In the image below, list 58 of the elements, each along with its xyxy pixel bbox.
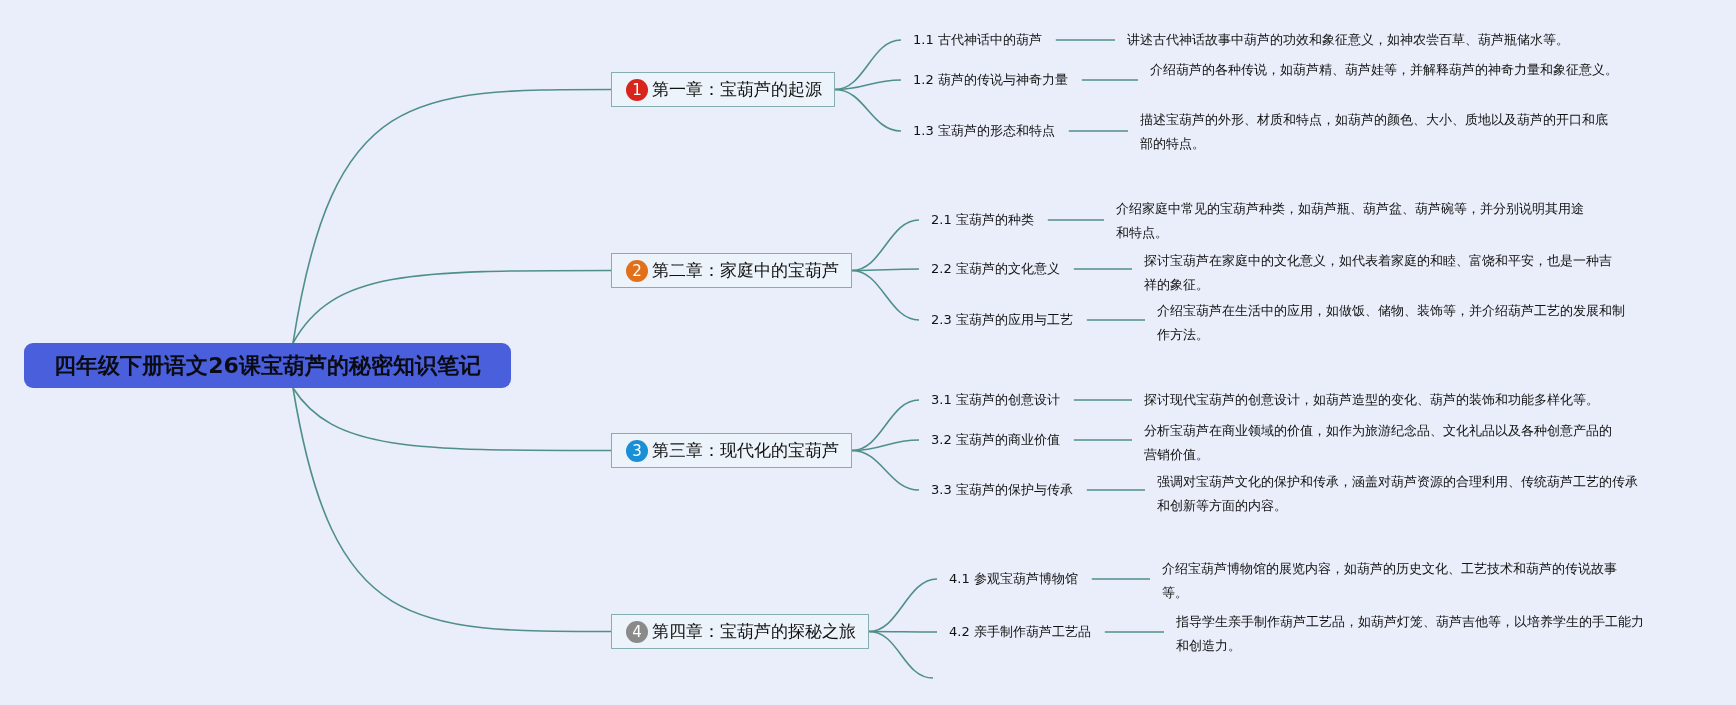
branch-line xyxy=(1073,439,1133,441)
branch-line xyxy=(292,387,612,633)
description-text: 描述宝葫芦的外形、材质和特点，如葫芦的颜色、大小、质地以及葫芦的开口和底部的特点。 xyxy=(1128,108,1618,156)
branch-line xyxy=(1068,130,1129,132)
branch-line xyxy=(1104,631,1165,633)
description-text: 探讨宝葫芦在家庭中的文化意义，如代表着家庭的和睦、富饶和平安，也是一种吉祥的象征。 xyxy=(1132,249,1622,297)
branch-line xyxy=(292,269,612,344)
number-badge: 1 xyxy=(626,78,648,101)
subtopic-text: 3.2 宝葫芦的商业价值 xyxy=(919,428,1074,452)
branch-line xyxy=(851,219,920,272)
branch-line xyxy=(868,630,934,679)
chapter-title: 第二章：家庭中的宝葫芦 xyxy=(652,259,839,282)
description-text: 指导学生亲手制作葫芦工艺品，如葫芦灯笼、葫芦吉他等，以培养学生的手工能力和创造力。 xyxy=(1164,610,1654,658)
branch-line xyxy=(868,578,938,633)
branch-line xyxy=(1091,578,1151,580)
number-badge: 3 xyxy=(626,439,648,462)
branch-line xyxy=(1086,489,1146,491)
chapter-box xyxy=(611,433,852,468)
branch-line xyxy=(1047,219,1105,221)
subtopic-text: 2.2 宝葫芦的文化意义 xyxy=(919,257,1074,281)
branch-line xyxy=(1073,399,1133,401)
subtopic-text: 4.1 参观宝葫芦博物馆 xyxy=(937,567,1092,591)
chapter-box xyxy=(611,614,869,649)
subtopic-text: 3.3 宝葫芦的保护与传承 xyxy=(919,478,1087,502)
branch-line xyxy=(851,399,920,452)
chapter-box xyxy=(611,253,852,288)
branch-line xyxy=(834,88,902,132)
branch-line xyxy=(292,88,612,344)
branch-line xyxy=(851,449,920,491)
description-text: 讲述古代神话故事中葫芦的功效和象征意义，如神农尝百草、葫芦瓶储水等。 xyxy=(1115,28,1715,52)
chapter-title: 第四章：宝葫芦的探秘之旅 xyxy=(652,620,856,643)
branch-line xyxy=(1081,79,1139,81)
description-text: 介绍宝葫芦在生活中的应用，如做饭、储物、装饰等，并介绍葫芦工艺的发展和制作方法。 xyxy=(1145,299,1635,347)
subtopic-text: 1.2 葫芦的传说与神奇力量 xyxy=(901,68,1082,92)
description-text: 探讨现代宝葫芦的创意设计，如葫芦造型的变化、葫芦的装饰和功能多样化等。 xyxy=(1132,388,1712,412)
number-badge: 2 xyxy=(626,259,648,282)
subtopic-text: 3.1 宝葫芦的创意设计 xyxy=(919,388,1074,412)
number-badge: 4 xyxy=(626,620,648,643)
branch-line xyxy=(1086,319,1146,321)
chapter-box xyxy=(611,72,835,107)
subtopic-text: 2.1 宝葫芦的种类 xyxy=(919,208,1048,232)
branch-line xyxy=(834,39,902,91)
subtopic-text: 2.3 宝葫芦的应用与工艺 xyxy=(919,308,1087,332)
description-text: 分析宝葫芦在商业领域的价值，如作为旅游纪念品、文化礼品以及各种创意产品的营销价值。 xyxy=(1132,419,1622,467)
description-text: 强调对宝葫芦文化的保护和传承，涵盖对葫芦资源的合理利用、传统葫芦工艺的传承和创新等方面的内容。 xyxy=(1145,470,1645,518)
chapter-title: 第三章：现代化的宝葫芦 xyxy=(652,439,839,462)
branch-line xyxy=(851,269,920,321)
subtopic-text: 1.1 古代神话中的葫芦 xyxy=(901,28,1056,52)
branch-line xyxy=(1073,268,1133,270)
chapter-title: 第一章：宝葫芦的起源 xyxy=(652,78,822,101)
central-topic: 四年级下册语文26课宝葫芦的秘密知识笔记 xyxy=(24,343,511,388)
branch-line xyxy=(1055,39,1116,41)
branch-line xyxy=(292,387,612,452)
description-text: 介绍葫芦的各种传说，如葫芦精、葫芦娃等，并解释葫芦的神奇力量和象征意义。 xyxy=(1138,58,1628,82)
subtopic-text: 1.3 宝葫芦的形态和特点 xyxy=(901,119,1069,143)
description-text: 介绍宝葫芦博物馆的展览内容，如葫芦的历史文化、工艺技术和葫芦的传说故事等。 xyxy=(1150,557,1640,605)
subtopic-text: 4.2 亲手制作葫芦工艺品 xyxy=(937,620,1105,644)
description-text: 介绍家庭中常见的宝葫芦种类，如葫芦瓶、葫芦盆、葫芦碗等，并分别说明其用途和特点。 xyxy=(1104,197,1584,245)
